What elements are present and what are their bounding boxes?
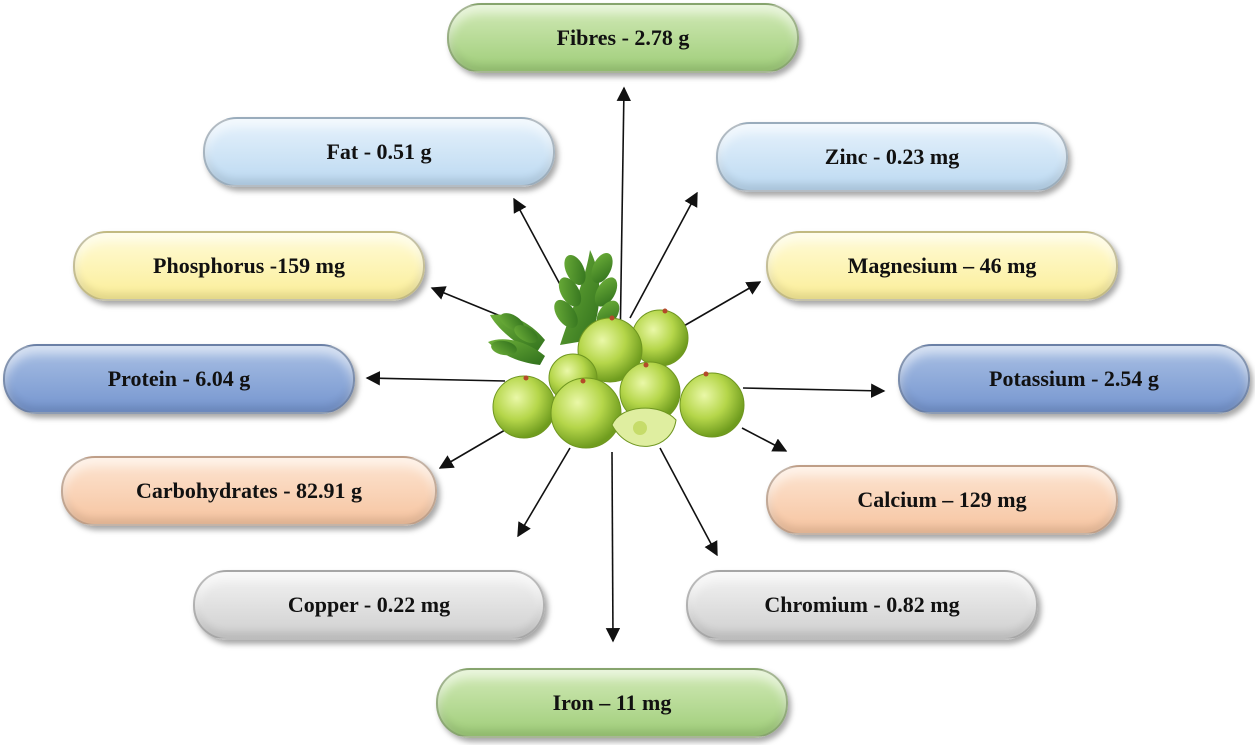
- nutrient-phosphorus: Phosphorus -159 mg: [73, 231, 425, 301]
- arrow-protein: [365, 371, 506, 386]
- nutrient-fat: Fat - 0.51 g: [203, 117, 555, 187]
- nutrient-protein: Protein - 6.04 g: [3, 344, 355, 414]
- arrow-zinc: [629, 191, 698, 319]
- arrows: [365, 86, 886, 643]
- amla-fruit-icon: [488, 250, 745, 449]
- nutrient-copper: Copper - 0.22 mg: [193, 570, 545, 640]
- nutrient-fibres: Fibres - 2.78 g: [447, 3, 799, 73]
- arrow-fat: [513, 197, 564, 291]
- nutrient-chromium: Chromium - 0.82 mg: [686, 570, 1038, 640]
- arrow-potassium: [742, 383, 886, 398]
- arrow-iron: [605, 451, 621, 643]
- arrow-magnesium: [681, 281, 762, 328]
- nutrient-potassium: Potassium - 2.54 g: [898, 344, 1250, 414]
- nutrient-iron: Iron – 11 mg: [436, 668, 788, 738]
- arrow-copper: [517, 447, 571, 538]
- arrow-chromium: [659, 447, 718, 557]
- arrow-carbohydrates: [438, 429, 506, 469]
- arrow-calcium: [741, 427, 788, 452]
- arrow-fibres: [616, 86, 632, 351]
- nutrient-magnesium: Magnesium – 46 mg: [766, 231, 1118, 301]
- nutrient-zinc: Zinc - 0.23 mg: [716, 122, 1068, 192]
- nutrient-carbohydrates: Carbohydrates - 82.91 g: [61, 456, 437, 526]
- nutrient-calcium: Calcium – 129 mg: [766, 465, 1118, 535]
